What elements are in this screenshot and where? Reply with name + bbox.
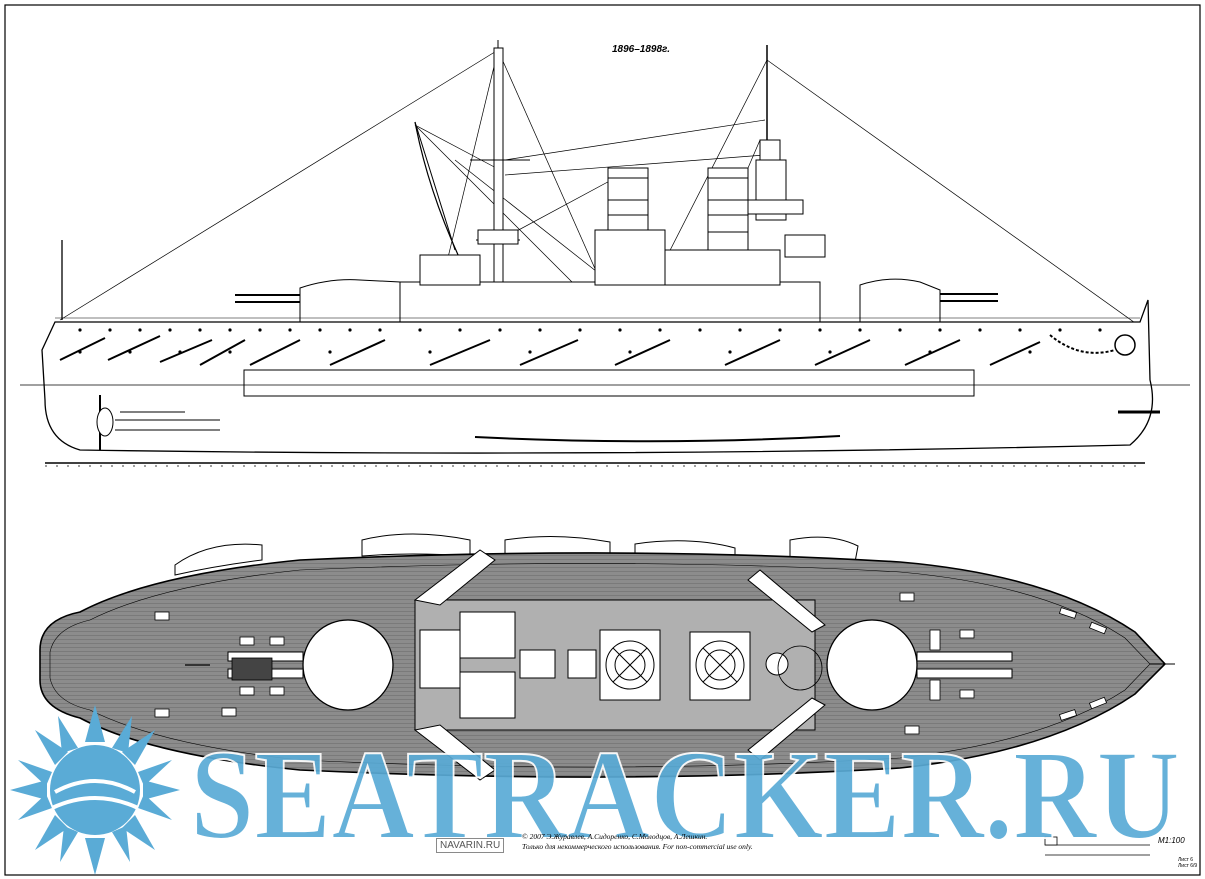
credit-line-usage: Только для некоммерческого использования… <box>522 842 753 851</box>
side-elevation-view <box>20 40 1190 467</box>
anchor-chain <box>1049 334 1116 354</box>
deck-plan-view <box>39 533 1175 856</box>
bilge-keel <box>474 435 841 443</box>
credit-line-authors: © 2007 Э.Журавлев, А.Сидоренко, С.Молодц… <box>522 832 708 841</box>
sheet-number: Лист 6 Лист 6/9 <box>1178 857 1197 869</box>
credit-block: © 2007 Э.Журавлев, А.Сидоренко, С.Молодц… <box>522 832 753 852</box>
hull-profile <box>41 299 1154 454</box>
funnel-top-aft <box>695 640 745 690</box>
superstructure <box>399 229 821 323</box>
boat-booms <box>59 335 1041 366</box>
fore-barbette <box>826 619 918 711</box>
propeller-and-rudder <box>96 395 220 450</box>
fore-turret <box>235 279 401 323</box>
aft-turret <box>859 278 998 323</box>
sun-over-waves-icon <box>10 705 180 875</box>
years-caption: 1896–1898г. <box>612 44 671 55</box>
armour-belt <box>243 369 975 397</box>
main-mast <box>747 45 826 258</box>
funnel-top-fore <box>605 640 655 690</box>
navarin-badge: NAVARIN.RU <box>436 838 505 853</box>
fore-mast <box>414 40 530 289</box>
porthole-row <box>78 328 1102 354</box>
sheet-number-line2: Лист 6/9 <box>1178 863 1198 869</box>
watermark: SEATRACKER.RU <box>10 705 1181 875</box>
watermark-text: SEATRACKER.RU <box>190 724 1180 866</box>
sheet-number-line1: Лист 6 <box>1178 857 1194 863</box>
length-scale-strip <box>45 462 1145 467</box>
sheet-border <box>4 4 1201 876</box>
scale-label: M1:100 <box>1158 836 1185 845</box>
aft-barbette <box>302 619 394 711</box>
fore-guns <box>916 651 1013 679</box>
scale-bar <box>1044 836 1150 856</box>
deck-fittings <box>154 592 1108 735</box>
